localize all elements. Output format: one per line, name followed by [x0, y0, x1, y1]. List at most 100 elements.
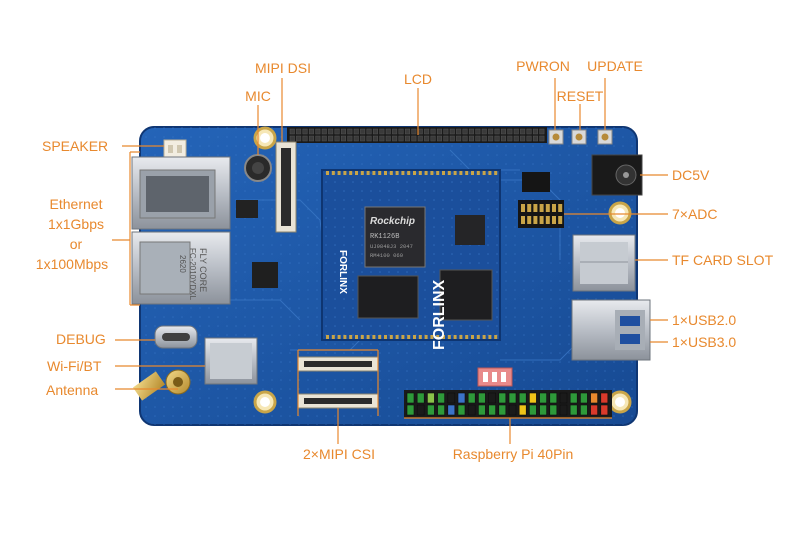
module-pin: [389, 171, 393, 175]
label-ethernet-2: 1x1Gbps: [47, 216, 105, 232]
rpi-pin: [539, 392, 547, 404]
module-pin: [418, 171, 422, 175]
lcd-pin: [340, 135, 346, 142]
module-pin: [401, 335, 405, 339]
rpi-pin: [508, 392, 517, 404]
label-rpi-40pin: Raspberry Pi 40Pin: [452, 446, 574, 462]
lcd-pin: [328, 135, 334, 142]
core-module: Rockchip RK1126B UJ9848J3 2047 RM4100 06…: [321, 169, 501, 341]
module-pin: [471, 171, 474, 175]
rpi-pin: [406, 404, 415, 416]
lcd-pin: [456, 128, 462, 135]
module-pin: [407, 335, 411, 339]
dc-jack: [591, 154, 643, 196]
rpi-pin: [549, 404, 558, 416]
module-pin: [360, 171, 364, 175]
lcd-pin: [494, 128, 500, 135]
adc-pin: [533, 204, 538, 212]
lcd-pin: [340, 128, 346, 135]
soc-chip: [364, 206, 426, 268]
lcd-pin: [539, 128, 545, 135]
adc-pin: [527, 216, 532, 224]
rpi-pin: [529, 392, 537, 404]
lcd-pin: [488, 128, 494, 135]
lcd-pin: [385, 128, 391, 135]
adc-pin: [558, 216, 563, 224]
lcd-pin: [372, 128, 378, 135]
module-pin: [482, 335, 486, 339]
adc-pin: [521, 216, 525, 224]
module-pin: [360, 335, 364, 339]
label-pwron: PWRON: [516, 58, 570, 74]
rpi-pin: [427, 392, 435, 404]
rpi-pin: [559, 392, 568, 404]
lcd-pin: [513, 135, 519, 142]
lcd-pin: [481, 135, 487, 142]
label-mic: MIC: [245, 88, 271, 104]
label-update: UPDATE: [587, 58, 643, 74]
lcd-pin: [532, 135, 538, 142]
speaker-connector: [163, 139, 187, 159]
label-adc: 7×ADC: [672, 206, 718, 222]
rj45-marking-1: FLY CORE: [198, 248, 208, 292]
rpi-pin: [569, 392, 578, 404]
label-ethernet-1: Ethernet: [49, 196, 103, 212]
lcd-pin: [289, 128, 295, 135]
module-pin: [366, 171, 370, 175]
label-usb2: 1×USB2.0: [672, 312, 737, 328]
lcd-pin: [379, 135, 385, 142]
usb-port: [571, 299, 651, 361]
module-pin: [418, 335, 422, 339]
lcd-pin: [398, 128, 404, 135]
module-pin: [401, 171, 405, 175]
lcd-pin: [404, 135, 410, 142]
module-pin: [378, 171, 382, 175]
lcd-pin: [366, 128, 372, 135]
lcd-pin: [321, 135, 327, 142]
lcd-pin: [526, 128, 532, 135]
rj45-port-bottom: FLY CORE FC-2010YDXL 2620: [131, 231, 231, 305]
adc-pin: [545, 216, 550, 224]
rpi-pin: [437, 404, 445, 416]
soc-brand: Rockchip: [370, 216, 415, 227]
lcd-pin: [398, 135, 404, 142]
lcd-pin: [539, 135, 545, 142]
module-pin: [494, 171, 498, 175]
module-pin: [389, 335, 393, 339]
small-header: [522, 172, 550, 192]
adc-pin: [521, 204, 525, 212]
lcd-pin: [468, 135, 474, 142]
module-pin: [366, 335, 370, 339]
rpi-40pin-header: [404, 390, 612, 418]
adc-pin: [539, 216, 544, 224]
module-pin: [407, 171, 411, 175]
label-mipi-dsi: MIPI DSI: [254, 60, 311, 76]
lcd-pin: [430, 128, 436, 135]
module-brand: FORLINX: [337, 250, 348, 294]
module-pin: [372, 171, 376, 175]
module-pin: [331, 335, 335, 339]
lcd-pin: [488, 135, 494, 142]
lcd-pin: [347, 128, 353, 135]
adc-header: [518, 200, 564, 228]
module-pin: [355, 171, 358, 175]
soc-line3: RM4100 060: [370, 252, 403, 259]
module-pin: [494, 335, 498, 339]
rpi-pin: [529, 404, 537, 416]
label-ethernet-3: or: [69, 236, 83, 252]
rj45-marking-2: FC-2010YDXL: [188, 248, 197, 301]
rpi-pin: [416, 404, 425, 416]
rpi-pin: [447, 404, 456, 416]
lcd-pin: [289, 135, 295, 142]
antenna-connector: [132, 369, 191, 401]
lcd-pin: [379, 128, 385, 135]
mounting-holes: [253, 126, 632, 414]
lcd-pin: [296, 128, 302, 135]
label-ethernet-4: 1x100Mbps: [35, 256, 109, 272]
adc-pin: [533, 216, 538, 224]
rpi-pin: [498, 392, 507, 404]
adc-pin: [545, 204, 550, 212]
lcd-pin: [366, 135, 372, 142]
lcd-pin: [315, 128, 321, 135]
